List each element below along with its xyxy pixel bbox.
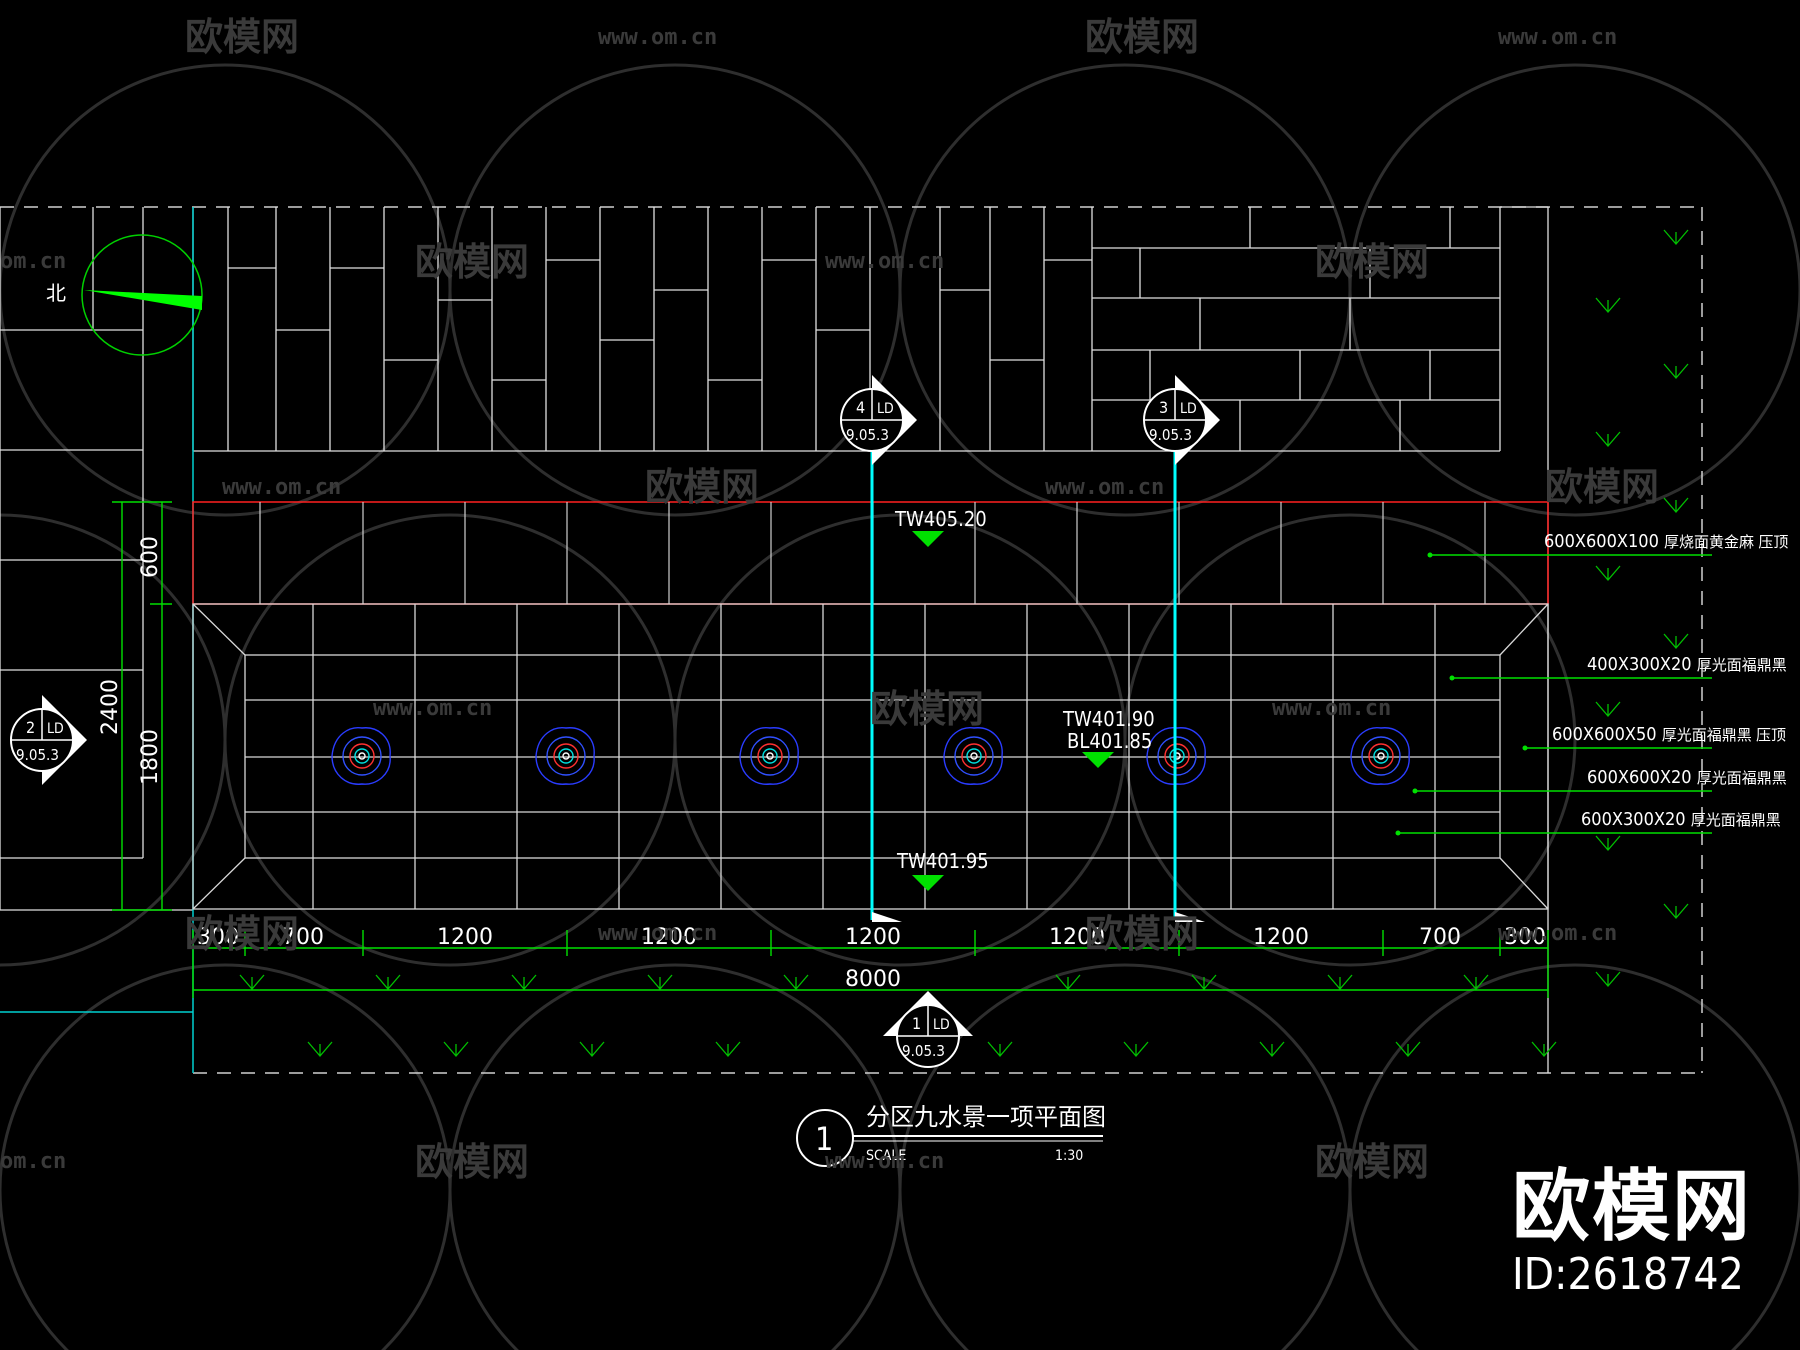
watermark-url: www.om.cn bbox=[373, 696, 492, 721]
watermark-brand: 欧模网 bbox=[870, 687, 984, 731]
watermark-brand: 欧模网 bbox=[415, 1140, 529, 1184]
material-notes: 600X600X100 厚烧面黄金麻 压顶 400X300X20 厚光面福鼎黑 … bbox=[1544, 531, 1788, 830]
dim-total: 8000 bbox=[845, 967, 901, 992]
svg-text:2: 2 bbox=[26, 718, 35, 737]
elevation-pool-front: TW401.95 bbox=[896, 849, 989, 873]
section-cut-lines bbox=[870, 450, 1177, 920]
dim-segment: 1200 bbox=[845, 925, 901, 950]
svg-text:4: 4 bbox=[856, 398, 865, 417]
watermark-url: www.om.cn bbox=[598, 25, 717, 50]
brand-name: 欧模网 bbox=[1512, 1162, 1753, 1252]
watermark-url: www.om.cn bbox=[1272, 696, 1391, 721]
section-marker-3: 3 LD 9.05.3 bbox=[1143, 375, 1220, 465]
material-note: 600X600X100 厚烧面黄金麻 压顶 bbox=[1544, 531, 1788, 552]
dim-vertical-lower: 1800 bbox=[138, 729, 163, 785]
watermark-url: www.om.cn bbox=[1045, 475, 1164, 500]
watermark-brand: 欧模网 bbox=[415, 240, 529, 284]
site-boundary bbox=[0, 206, 1703, 1074]
svg-text:LD: LD bbox=[47, 721, 64, 737]
watermarks: 欧模网 www.om.cn 欧模网 www.om.cn om.cn 欧模网 ww… bbox=[0, 15, 1659, 1184]
svg-text:LD: LD bbox=[877, 401, 894, 417]
elevation-triangle bbox=[1082, 752, 1114, 768]
watermark-brand: 欧模网 bbox=[1085, 912, 1199, 956]
fountain-jets bbox=[331, 727, 1410, 785]
material-note: 600X600X20 厚光面福鼎黑 bbox=[1587, 767, 1787, 788]
watermark-url: www.om.cn bbox=[1498, 921, 1617, 946]
dim-segment: 1200 bbox=[437, 925, 493, 950]
watermark-circles bbox=[0, 63, 1800, 1350]
scale-value: 1:30 bbox=[1055, 1148, 1083, 1164]
material-note: 400X300X20 厚光面福鼎黑 bbox=[1587, 654, 1787, 675]
material-note: 600X300X20 厚光面福鼎黑 bbox=[1581, 809, 1781, 830]
dim-segment: 1200 bbox=[641, 925, 697, 950]
north-arrow: 北 bbox=[46, 234, 203, 356]
fountain-jet bbox=[331, 727, 391, 785]
watermark-brand: 欧模网 bbox=[185, 912, 299, 956]
watermark-url: om.cn bbox=[0, 249, 66, 274]
fountain-jet bbox=[535, 727, 595, 785]
watermark-brand: 欧模网 bbox=[1315, 1140, 1429, 1184]
section-cut-ends bbox=[872, 912, 1205, 922]
dim-vertical-total: 2400 bbox=[98, 679, 123, 735]
drawing-title-block: 1 分区九水景一项平面图 SCALE 1:30 bbox=[796, 1103, 1106, 1167]
svg-text:LD: LD bbox=[933, 1017, 950, 1033]
watermark-url: www.om.cn bbox=[825, 1149, 944, 1174]
brand-id: ID:2618742 bbox=[1512, 1249, 1744, 1300]
drainage-arrows bbox=[239, 229, 1689, 1057]
elevation-pool-tw: TW401.90 bbox=[1062, 707, 1155, 731]
watermark-url: www.om.cn bbox=[825, 249, 944, 274]
elevation-markers bbox=[912, 531, 1114, 891]
section-marker-1: 1 LD 9.05.3 bbox=[883, 991, 973, 1068]
drawing-title: 分区九水景一项平面图 bbox=[866, 1103, 1106, 1131]
watermark-url: om.cn bbox=[0, 1149, 66, 1174]
fountain-jet bbox=[1350, 727, 1410, 785]
dim-segment: 1200 bbox=[1253, 925, 1309, 950]
svg-text:1: 1 bbox=[912, 1014, 921, 1033]
elevation-top-wall: TW405.20 bbox=[894, 507, 987, 531]
watermark-brand: 欧模网 bbox=[1085, 15, 1199, 59]
watermark-url: www.om.cn bbox=[222, 475, 341, 500]
dimension-ticks bbox=[1395, 552, 1528, 836]
north-label: 北 bbox=[46, 281, 66, 305]
dim-segment: 700 bbox=[1419, 925, 1461, 950]
section-marker-2: 2 LD 9.05.3 bbox=[10, 695, 87, 785]
north-arrow-icon bbox=[84, 290, 202, 310]
brand-corner: 欧模网 ID:2618742 bbox=[1512, 1165, 1792, 1301]
svg-text:9.05.3: 9.05.3 bbox=[16, 746, 59, 764]
watermark-url: www.om.cn bbox=[1498, 25, 1617, 50]
dimension-lines bbox=[112, 501, 1712, 998]
dim-segment: 300 bbox=[197, 925, 239, 950]
paving-grid bbox=[192, 206, 1549, 1073]
dim-segment: 700 bbox=[282, 925, 324, 950]
elevation-triangle bbox=[912, 875, 944, 891]
material-note: 600X600X50 厚光面福鼎黑 压顶 bbox=[1552, 724, 1786, 745]
watermark-brand: 欧模网 bbox=[1315, 240, 1429, 284]
fountain-jet bbox=[739, 727, 799, 785]
section-marker-4: 4 LD 9.05.3 bbox=[840, 375, 917, 465]
title-number: 1 bbox=[815, 1120, 833, 1158]
dim-segment: 300 bbox=[1504, 925, 1546, 950]
dimension-labels: 300 700 1200 1200 1200 1200 1200 700 300… bbox=[98, 536, 1546, 992]
fountain-jet bbox=[943, 727, 1003, 785]
elevation-triangle bbox=[912, 531, 944, 547]
watermark-brand: 欧模网 bbox=[1545, 465, 1659, 509]
dim-vertical-upper: 600 bbox=[138, 536, 163, 578]
watermark-url: www.om.cn bbox=[598, 921, 717, 946]
svg-text:9.05.3: 9.05.3 bbox=[846, 426, 889, 444]
watermark-brand: 欧模网 bbox=[645, 465, 759, 509]
svg-text:9.05.3: 9.05.3 bbox=[1149, 426, 1192, 444]
left-paving bbox=[0, 207, 193, 911]
watermark-brand: 欧模网 bbox=[185, 15, 299, 59]
scale-label: SCALE bbox=[866, 1148, 906, 1164]
svg-text:LD: LD bbox=[1180, 401, 1197, 417]
svg-text:9.05.3: 9.05.3 bbox=[902, 1042, 945, 1060]
elevation-pool-bl: BL401.85 bbox=[1067, 729, 1152, 753]
svg-text:3: 3 bbox=[1159, 398, 1168, 417]
dim-segment: 1200 bbox=[1049, 925, 1105, 950]
